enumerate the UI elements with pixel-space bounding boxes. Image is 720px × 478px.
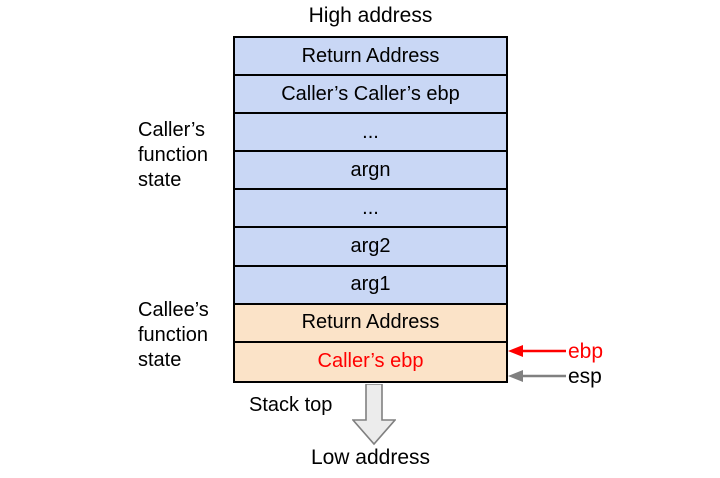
callees-state-line-3: state <box>138 349 182 371</box>
stack-table: Return Address Caller’s Caller’s ebp ...… <box>233 36 508 383</box>
ebp-pointer-arrow-icon <box>508 345 566 357</box>
esp-label: esp <box>568 365 602 388</box>
stack-row: Return Address <box>235 38 506 77</box>
callees-function-state-label: Callee’s function state <box>138 298 209 373</box>
ebp-label: ebp <box>568 340 604 363</box>
stack-row: arg2 <box>235 228 506 267</box>
esp-pointer-arrow-icon <box>508 370 566 382</box>
stack-row: Caller’s ebp <box>235 342 506 381</box>
stack-row: Return Address <box>235 304 506 343</box>
stack-row: argn <box>235 152 506 191</box>
callees-state-line-2: function <box>138 324 209 346</box>
high-address-label: High address <box>308 4 433 27</box>
low-address-label: Low address <box>310 446 431 469</box>
stack-row: ... <box>235 190 506 229</box>
stack-row: ... <box>235 114 506 153</box>
stack-row: arg1 <box>235 266 506 305</box>
callers-function-state-label: Caller’s function state <box>138 118 208 193</box>
callers-state-line-1: Caller’s <box>138 119 206 141</box>
callers-state-line-2: function <box>138 144 209 166</box>
down-arrow-icon <box>352 384 396 446</box>
callees-state-line-1: Callee’s <box>138 299 209 321</box>
stack-top-label: Stack top <box>249 394 333 416</box>
callers-state-line-3: state <box>138 169 182 191</box>
stack-row: Caller’s Caller’s ebp <box>235 76 506 115</box>
